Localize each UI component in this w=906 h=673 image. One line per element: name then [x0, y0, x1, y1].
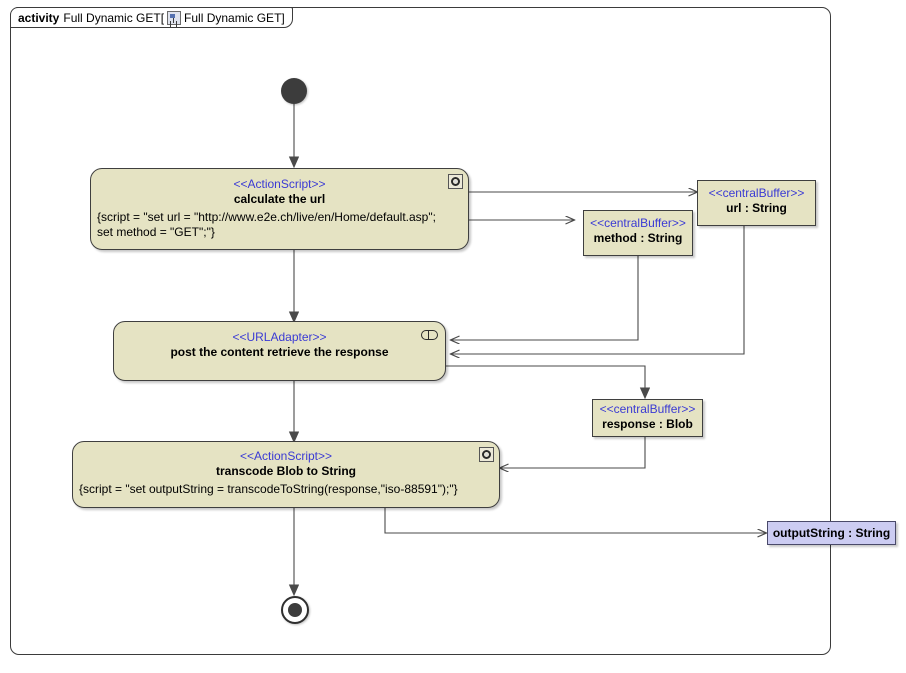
action-post-content-retrieve-response[interactable]: <<URLAdapter>> post the content retrieve… [113, 321, 446, 381]
adapter-pill-icon [421, 330, 438, 340]
transcode-script-line-1: {script = "set outputString = transcodeT… [79, 482, 458, 496]
transcode-name: transcode Blob to String [215, 464, 356, 478]
script-gear-icon [448, 174, 463, 189]
central-buffer-response[interactable]: <<centralBuffer>> response : Blob [592, 399, 703, 437]
parameter-name: outputString : String [772, 526, 891, 540]
transcode-stereotype: <<ActionScript>> [239, 449, 333, 463]
action-script-line-2: set method = "GET";"} [97, 225, 215, 239]
frame-title-suffix: ] [281, 10, 285, 25]
central-buffer-url[interactable]: <<centralBuffer>> url : String [697, 180, 816, 226]
buffer-name: method : String [593, 231, 683, 245]
frame-title-inner: Full Dynamic GET [184, 10, 282, 25]
activity-parameter-outputstring[interactable]: outputString : String [767, 521, 896, 545]
buffer-stereotype: <<centralBuffer>> [708, 186, 805, 200]
buffer-stereotype: <<centralBuffer>> [590, 216, 686, 230]
buffer-name: response : Blob [602, 417, 693, 431]
action-stereotype: <<ActionScript>> [233, 177, 326, 191]
action-name: calculate the url [233, 192, 326, 206]
buffer-stereotype: <<centralBuffer>> [599, 402, 696, 416]
action-calculate-the-url[interactable]: <<ActionScript>> calculate the url {scri… [90, 168, 469, 250]
adapter-stereotype: <<URLAdapter>> [232, 330, 327, 344]
activity-final-node[interactable] [281, 596, 309, 624]
action-transcode-blob-to-string[interactable]: <<ActionScript>> transcode Blob to Strin… [72, 441, 500, 508]
frame-keyword: activity [18, 10, 60, 25]
activity-frame [10, 7, 831, 655]
script-gear-icon [479, 447, 494, 462]
buffer-name: url : String [726, 201, 787, 215]
activity-frame-tab[interactable]: activity Full Dynamic GET[ Full Dynamic … [10, 7, 293, 28]
central-buffer-method[interactable]: <<centralBuffer>> method : String [583, 210, 693, 256]
adapter-name: post the content retrieve the response [170, 345, 389, 359]
action-script-line-1: {script = "set url = "http://www.e2e.ch/… [97, 210, 436, 224]
frame-title-prefix: Full Dynamic GET[ [63, 10, 165, 25]
activity-diagram-icon [167, 10, 182, 25]
initial-node[interactable] [281, 78, 307, 104]
